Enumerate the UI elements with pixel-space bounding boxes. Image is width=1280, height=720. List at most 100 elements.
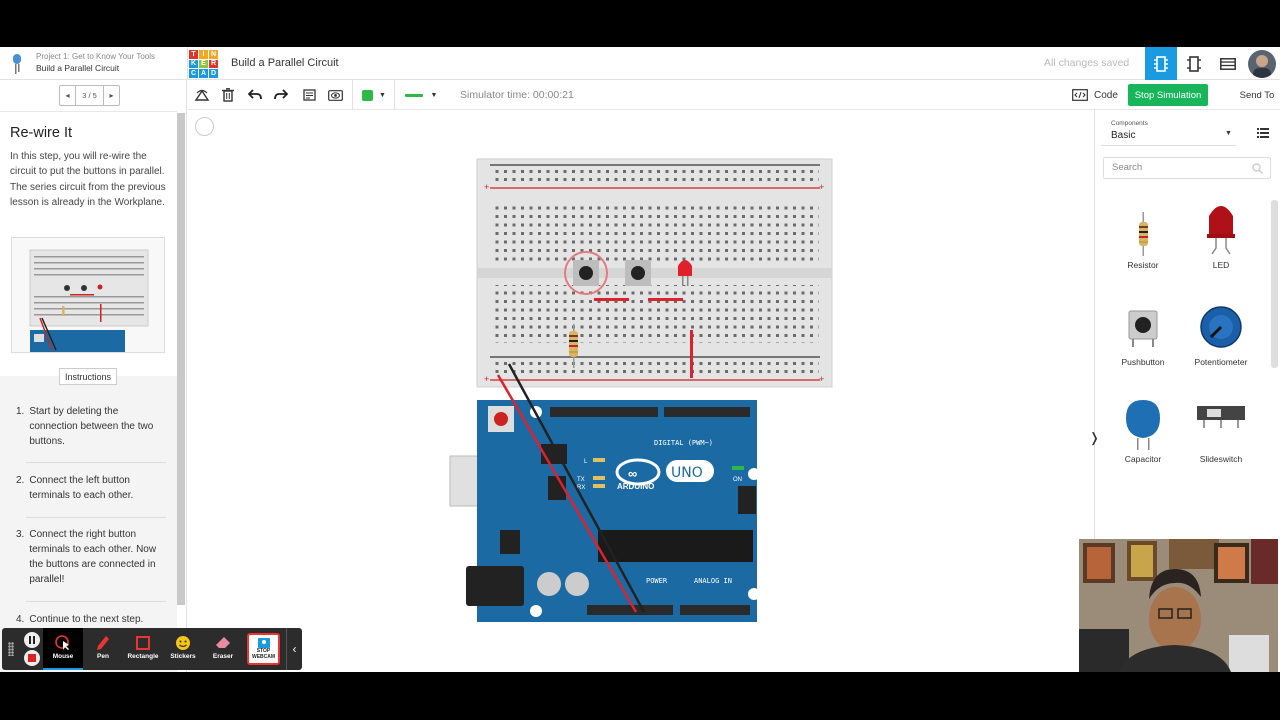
circuit-view-icon bbox=[1154, 55, 1168, 72]
pen-icon bbox=[97, 636, 109, 650]
collapse-panel-chevron-icon[interactable]: ❭ bbox=[1089, 430, 1100, 445]
component-pushbutton[interactable]: Pushbutton bbox=[1108, 310, 1178, 367]
tool-label: Pen bbox=[97, 653, 109, 660]
undo-button[interactable] bbox=[246, 86, 264, 104]
tool-label: Rectangle bbox=[127, 653, 159, 660]
component-potentiometer[interactable]: Potentiometer bbox=[1186, 306, 1256, 367]
capacitor-icon bbox=[1126, 400, 1160, 450]
code-button[interactable]: Code bbox=[1072, 86, 1118, 104]
svg-text:+: + bbox=[484, 374, 489, 384]
component-led[interactable]: LED bbox=[1186, 206, 1256, 270]
step-indicator[interactable]: 3 / 5 bbox=[82, 91, 97, 100]
screen-recorder-toolbar: Mouse Pen Rectangle Stickers Eraser STOP… bbox=[2, 628, 302, 670]
component-slideswitch[interactable]: Slideswitch bbox=[1186, 406, 1256, 464]
note-icon bbox=[302, 88, 316, 101]
rx-label: RX bbox=[577, 485, 585, 491]
component-resistor[interactable]: Resistor bbox=[1108, 212, 1178, 270]
list-view-toggle[interactable] bbox=[1257, 125, 1269, 143]
list-icon bbox=[1257, 128, 1269, 138]
redo-button[interactable] bbox=[272, 86, 290, 104]
simulator-time: Simulator time: 00:00:21 bbox=[460, 89, 574, 101]
stop-simulation-button[interactable]: Stop Simulation bbox=[1128, 84, 1208, 106]
notes-button[interactable] bbox=[300, 86, 318, 104]
next-step-button[interactable]: ▸ bbox=[103, 86, 119, 105]
svg-text:+: + bbox=[484, 182, 489, 192]
arduino-uno[interactable]: ∞ UNO ARDUINO DIGITAL (PWM~) POWER ANALO… bbox=[449, 400, 760, 622]
project-subtitle: Project 1: Get to Know Your Tools bbox=[36, 52, 156, 61]
divider bbox=[187, 47, 188, 80]
schematic-view-button[interactable] bbox=[1178, 47, 1210, 80]
drag-handle-icon[interactable] bbox=[8, 642, 14, 656]
stop-webcam-button[interactable]: STOP WEBCAM bbox=[247, 633, 280, 665]
category-label: Components bbox=[1111, 120, 1148, 127]
tool-label: Stickers bbox=[170, 653, 196, 660]
previous-step-button[interactable]: ◂ bbox=[60, 86, 76, 105]
send-to-button[interactable]: Send To bbox=[1239, 89, 1275, 101]
svg-text:∞: ∞ bbox=[628, 466, 637, 481]
potentiometer-icon bbox=[1200, 306, 1242, 348]
component-label: Potentiometer bbox=[1194, 357, 1248, 367]
divider bbox=[26, 517, 166, 518]
rectangle-icon bbox=[136, 636, 150, 650]
category-value: Basic bbox=[1111, 130, 1136, 141]
redo-icon bbox=[274, 89, 288, 100]
pause-button[interactable] bbox=[24, 632, 40, 648]
eye-icon bbox=[327, 89, 343, 101]
workplane-canvas[interactable]: + + + + bbox=[188, 110, 1093, 672]
fit-view-button[interactable] bbox=[195, 117, 214, 136]
edit-toolbar: ▼ ▼ Simulator time: 00:00:21 Code Stop S… bbox=[188, 80, 1280, 110]
component-list-button[interactable] bbox=[1212, 47, 1244, 80]
breadboard[interactable]: + + + + bbox=[476, 158, 833, 388]
mouse-tool-button[interactable]: Mouse bbox=[43, 628, 83, 670]
pushbutton-icon bbox=[1128, 310, 1158, 347]
component-search-input[interactable]: Search bbox=[1103, 157, 1271, 179]
presenter-webcam-video bbox=[1079, 539, 1278, 672]
components-category-dropdown[interactable]: Components Basic ▼ bbox=[1101, 116, 1236, 146]
circuit-view-button[interactable] bbox=[1145, 47, 1177, 80]
instruction-item: 3.Connect the right button terminals to … bbox=[16, 529, 157, 585]
project-title: Build a Parallel Circuit bbox=[36, 63, 120, 73]
svg-text:+: + bbox=[819, 374, 824, 384]
user-avatar[interactable] bbox=[1248, 50, 1276, 78]
delete-button[interactable] bbox=[219, 86, 237, 104]
toggle-notes-visibility-button[interactable] bbox=[326, 86, 344, 104]
rotate-button[interactable] bbox=[193, 86, 211, 104]
stickers-tool-button[interactable]: Stickers bbox=[163, 633, 203, 660]
component-label: LED bbox=[1212, 260, 1230, 270]
search-icon bbox=[1252, 163, 1263, 174]
rectangle-tool-button[interactable]: Rectangle bbox=[123, 633, 163, 660]
resistor-icon bbox=[1139, 212, 1148, 256]
component-label: Capacitor bbox=[1124, 454, 1162, 464]
slideswitch-icon bbox=[1197, 406, 1245, 428]
color-picker[interactable]: ▼ bbox=[359, 86, 389, 104]
color-swatch bbox=[362, 89, 374, 101]
schematic-view-icon bbox=[1187, 55, 1201, 72]
lesson-scrollbar[interactable] bbox=[177, 113, 185, 605]
circuit-drawing: + + + + bbox=[449, 158, 833, 622]
divider bbox=[26, 601, 166, 602]
search-placeholder: Search bbox=[1112, 162, 1143, 173]
tool-label: Mouse bbox=[52, 653, 74, 660]
components-scrollbar[interactable] bbox=[1271, 200, 1278, 368]
component-label: Pushbutton bbox=[1121, 357, 1165, 367]
instruction-item: 4.Continue to the next step. bbox=[16, 614, 144, 625]
pen-tool-button[interactable]: Pen bbox=[83, 633, 123, 660]
pause-icon bbox=[29, 636, 35, 644]
component-capacitor[interactable]: Capacitor bbox=[1108, 400, 1178, 464]
tinkercad-logo[interactable]: T I N K E R C A D bbox=[189, 50, 218, 78]
led[interactable] bbox=[678, 260, 692, 286]
design-title[interactable]: Build a Parallel Circuit bbox=[231, 57, 339, 69]
resistor[interactable] bbox=[569, 324, 578, 368]
instruction-item: 2.Connect the left button terminals to e… bbox=[16, 475, 134, 501]
eraser-tool-button[interactable]: Eraser bbox=[203, 633, 243, 660]
wire-type-picker[interactable]: ▼ bbox=[401, 86, 441, 104]
chevron-left-icon: ◂ bbox=[65, 91, 70, 100]
collapse-toolbar-chevron-icon[interactable]: ‹ bbox=[286, 628, 302, 670]
instructions-label: Instructions bbox=[59, 368, 118, 385]
step-thumbnail bbox=[11, 237, 165, 353]
arduino-brand: ARDUINO bbox=[617, 482, 654, 491]
stop-recording-button[interactable] bbox=[24, 650, 40, 666]
power-label: POWER bbox=[646, 577, 668, 585]
divider bbox=[26, 462, 166, 463]
eraser-icon bbox=[216, 637, 230, 648]
